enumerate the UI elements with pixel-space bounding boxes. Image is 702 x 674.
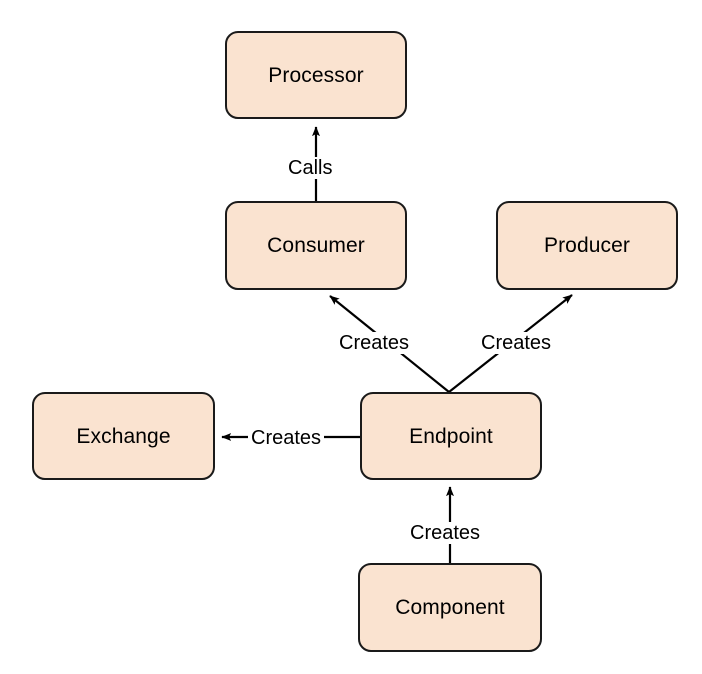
node-label-exchange: Exchange [76, 424, 171, 448]
edge-label-creates-consumer: Creates [336, 332, 413, 354]
edge-label-calls: Calls [285, 157, 336, 179]
node-consumer[interactable]: Consumer [225, 201, 407, 290]
node-label-endpoint: Endpoint [409, 424, 493, 448]
edge-label-creates-exchange: Creates [248, 427, 325, 449]
node-label-consumer: Consumer [267, 234, 365, 257]
node-endpoint[interactable]: Endpoint [360, 392, 542, 480]
node-processor[interactable]: Processor [225, 31, 407, 119]
node-label-component: Component [395, 596, 505, 619]
node-label-producer: Producer [543, 234, 630, 257]
edge-label-creates-producer: Creates [478, 332, 555, 354]
node-label-processor: Processor [268, 63, 364, 87]
node-exchange[interactable]: Exchange [32, 392, 215, 480]
node-component[interactable]: Component [358, 563, 542, 652]
node-producer[interactable]: Producer [496, 201, 678, 290]
edge-label-creates-endpoint: Creates [407, 522, 484, 544]
